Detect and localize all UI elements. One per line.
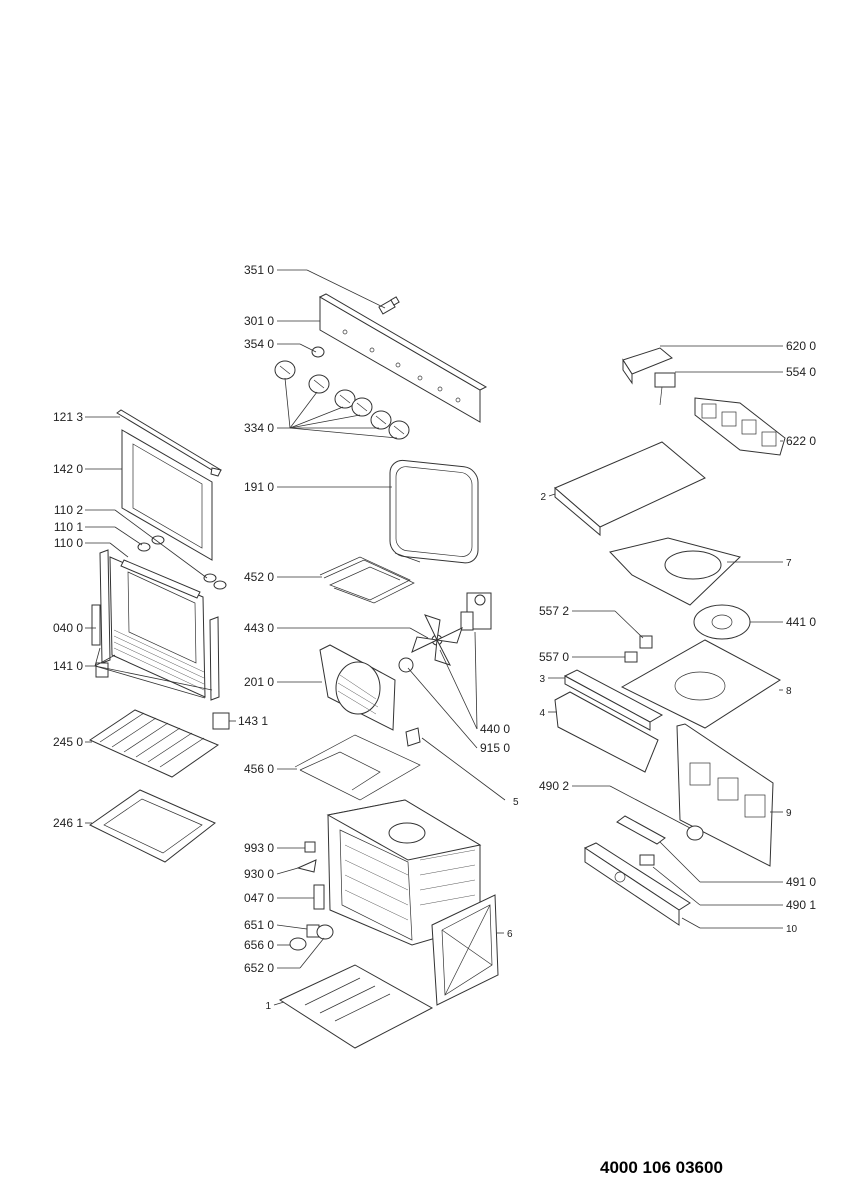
insulation-plate-drawing <box>620 639 781 729</box>
label-456-0: 456 0 <box>244 762 274 776</box>
label-351-0: 351 0 <box>244 263 274 277</box>
door-frame-drawing <box>99 549 220 701</box>
part-labels: 351 0 301 0 354 0 334 0 121 3 142 0 191 … <box>53 263 816 1012</box>
fan-motor-drawing <box>460 592 492 631</box>
label-9: 9 <box>786 808 792 819</box>
label-622-0: 622 0 <box>786 434 816 448</box>
cooling-fan-drawing <box>693 604 751 640</box>
label-557-0: 557 0 <box>539 650 569 664</box>
label-143-1: 143 1 <box>238 714 268 728</box>
label-191-0: 191 0 <box>244 480 274 494</box>
air-channel-drawing <box>563 669 664 731</box>
inner-glass-drawing <box>121 429 213 561</box>
terminal-strip-drawing <box>616 815 666 845</box>
bottom-heating-element-drawing <box>294 734 421 801</box>
thermostat-block-drawing <box>686 825 704 841</box>
label-110-2: 110 2 <box>54 503 83 517</box>
label-354-0: 354 0 <box>244 337 274 351</box>
label-554-0: 554 0 <box>786 365 816 379</box>
small-knob-drawing <box>311 346 325 358</box>
label-440-0: 440 0 <box>480 722 510 736</box>
air-duct-drawing <box>554 691 659 773</box>
label-993-0: 993 0 <box>244 841 274 855</box>
label-246-1: 246 1 <box>53 816 83 830</box>
label-142-0: 142 0 <box>53 462 83 476</box>
label-047-0: 047 0 <box>244 891 274 905</box>
fan-blade-drawing <box>411 614 463 666</box>
label-121-3: 121 3 <box>53 410 83 424</box>
label-301-0: 301 0 <box>244 314 274 328</box>
top-heating-element-drawing <box>319 552 421 604</box>
document-number: 4000 106 03600 <box>600 1158 723 1177</box>
label-930-0: 930 0 <box>244 867 274 881</box>
control-board-drawing <box>583 842 691 926</box>
baking-tray-drawing <box>89 789 216 863</box>
label-8: 8 <box>786 686 792 697</box>
label-651-0: 651 0 <box>244 918 274 932</box>
small-components-drawing <box>289 841 334 951</box>
glass-spacers-drawing <box>137 535 227 590</box>
back-panel-drawing <box>431 894 499 1006</box>
label-443-0: 443 0 <box>244 621 274 635</box>
label-5: 5 <box>513 797 519 808</box>
rear-panel-drawing <box>676 723 774 867</box>
oven-rack-drawing <box>88 709 220 778</box>
leader-lines <box>85 269 783 1006</box>
door-top-profile-drawing <box>116 409 222 477</box>
switches-drawing <box>694 397 786 456</box>
oven-cavity-drawing <box>326 799 482 946</box>
label-4: 4 <box>539 708 545 719</box>
label-441-0: 441 0 <box>786 615 816 629</box>
label-6: 6 <box>507 929 513 940</box>
top-cover-drawing <box>554 441 706 537</box>
label-040-0: 040 0 <box>53 621 83 635</box>
indicator-lamp-drawing <box>378 296 400 315</box>
label-915-0: 915 0 <box>480 741 510 755</box>
cooling-component-drawing <box>654 372 676 406</box>
thermostats-drawing <box>624 635 653 663</box>
label-3: 3 <box>539 674 545 685</box>
fan-cover-drawing <box>319 644 396 731</box>
door-seal-drawing <box>389 459 479 564</box>
label-491-0: 491 0 <box>786 875 816 889</box>
door-bracket-drawing <box>212 712 230 730</box>
bush-drawing <box>398 657 414 673</box>
label-141-0: 141 0 <box>53 659 83 673</box>
label-656-0: 656 0 <box>244 938 274 952</box>
support-bracket-drawing <box>405 727 421 747</box>
label-490-2: 490 2 <box>539 779 569 793</box>
label-452-0: 452 0 <box>244 570 274 584</box>
label-490-1: 490 1 <box>786 898 816 912</box>
label-557-2: 557 2 <box>539 604 569 618</box>
label-201-0: 201 0 <box>244 675 274 689</box>
terminal-block-drawing <box>622 347 673 385</box>
bottom-plate-drawing <box>278 964 434 1049</box>
label-7: 7 <box>786 558 792 569</box>
label-1: 1 <box>265 1001 271 1012</box>
label-110-0: 110 0 <box>54 536 83 550</box>
label-110-1: 110 1 <box>54 520 83 534</box>
label-10: 10 <box>786 924 798 935</box>
label-2: 2 <box>540 492 546 503</box>
knobs-drawing <box>274 360 410 440</box>
label-334-0: 334 0 <box>244 421 274 435</box>
label-620-0: 620 0 <box>786 339 816 353</box>
cooling-fan-housing-drawing <box>609 537 741 606</box>
label-245-0: 245 0 <box>53 735 83 749</box>
label-652-0: 652 0 <box>244 961 274 975</box>
control-panel-drawing <box>318 293 488 423</box>
